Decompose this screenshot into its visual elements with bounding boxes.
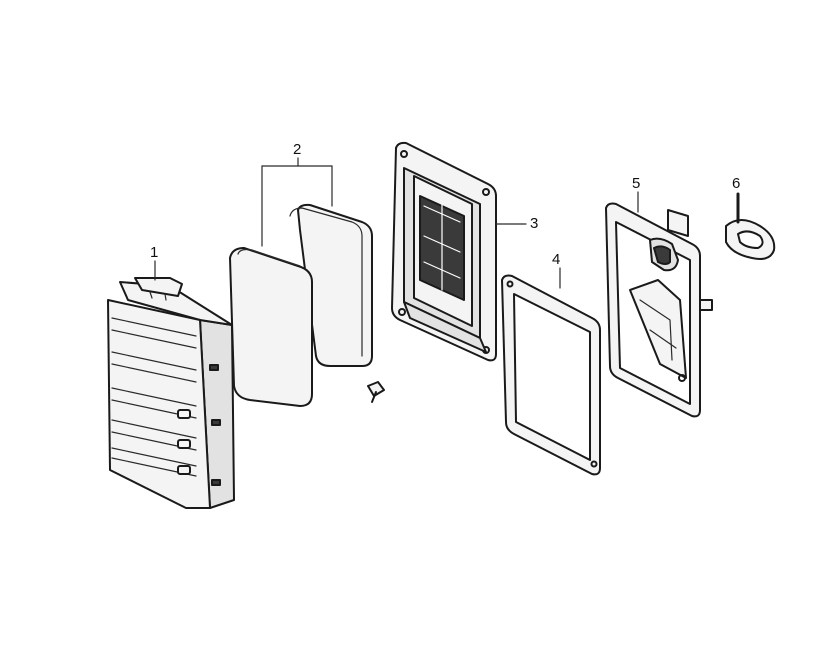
label-part-5: 5 [632,175,640,192]
part-1-filter-cover [107,277,235,509]
part-3-filter-base [391,141,527,362]
label-part-6: 6 [732,175,740,192]
label-part-3: 3 [530,215,538,232]
label-part-2: 2 [293,141,301,158]
bolt [367,381,385,403]
part-4-gasket [501,267,601,476]
part-6-small-gasket [725,192,776,260]
label-part-1: 1 [150,244,158,261]
part-2-foam-elements [229,157,373,407]
label-part-4: 4 [552,251,560,268]
part-5-back-plate [605,191,713,418]
